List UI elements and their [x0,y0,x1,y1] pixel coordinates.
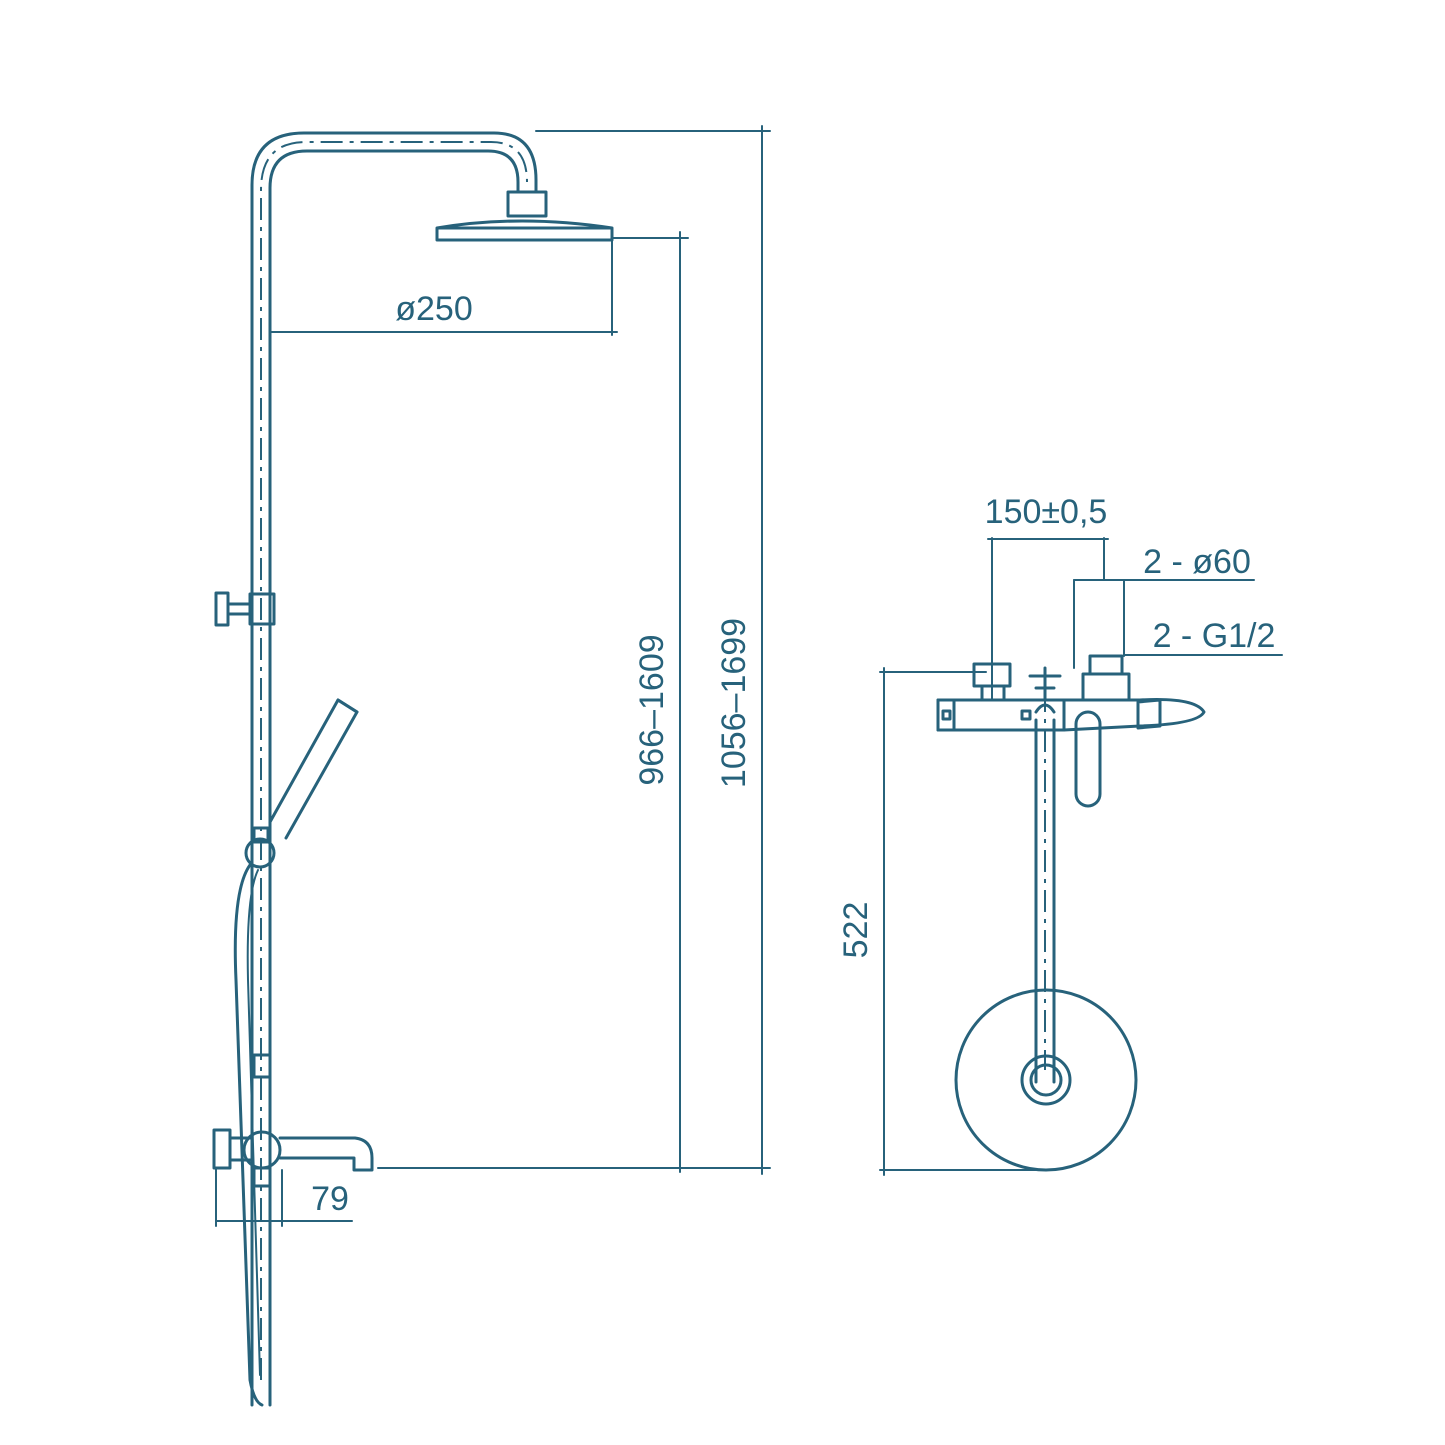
slider-knob-stem [226,602,252,616]
dim-head-height: 966–1609 [633,634,671,785]
shower-hose-inner [246,869,261,1376]
hose-support [252,1053,272,1079]
hand-shower-tip [336,698,359,714]
riser-pipe-inner [268,149,520,1407]
head-connector [506,190,548,218]
dim-thread: 2 - G1/2 [1153,617,1276,655]
hand-shower-holder [244,837,276,869]
side-spout [1062,698,1206,732]
mixer-inlet [252,1166,272,1188]
mixer-handle [212,1128,232,1170]
bar-centre-marker [1020,709,1032,721]
dim-side-height: 522 [837,902,875,959]
right-connector-body [1081,672,1131,702]
dim-flange: 2 - ø60 [1143,543,1251,581]
spout-aerator [1136,698,1162,730]
bar-left-cap [936,698,956,732]
bath-spout [278,1136,374,1172]
hand-shower-body [268,698,359,840]
dim-total-height: 1056–1699 [715,618,753,788]
dim-spout-offset: 79 [311,1180,349,1218]
head-plate-hub-outer [1020,1054,1072,1106]
riser-pipe-outer [250,131,538,1407]
side-handle [1074,710,1102,808]
dim-inlet-spacing: 150±0,5 [985,493,1108,531]
shower-hose [233,863,264,1407]
slider-knob [214,591,230,627]
holder-bracket [252,826,270,844]
riser-centerline [260,141,528,1380]
front-view: ø250 966–1609 1056–1699 79 [212,125,771,1407]
head-plate-hub-inner [1029,1063,1063,1097]
bar-marker [941,709,952,721]
head-shower-plate [435,219,614,242]
right-connector-nut [1088,654,1124,676]
dim-head-diameter: ø250 [395,290,473,328]
side-view: 150±0,5 2 - ø60 2 - G1/2 522 [837,493,1283,1176]
